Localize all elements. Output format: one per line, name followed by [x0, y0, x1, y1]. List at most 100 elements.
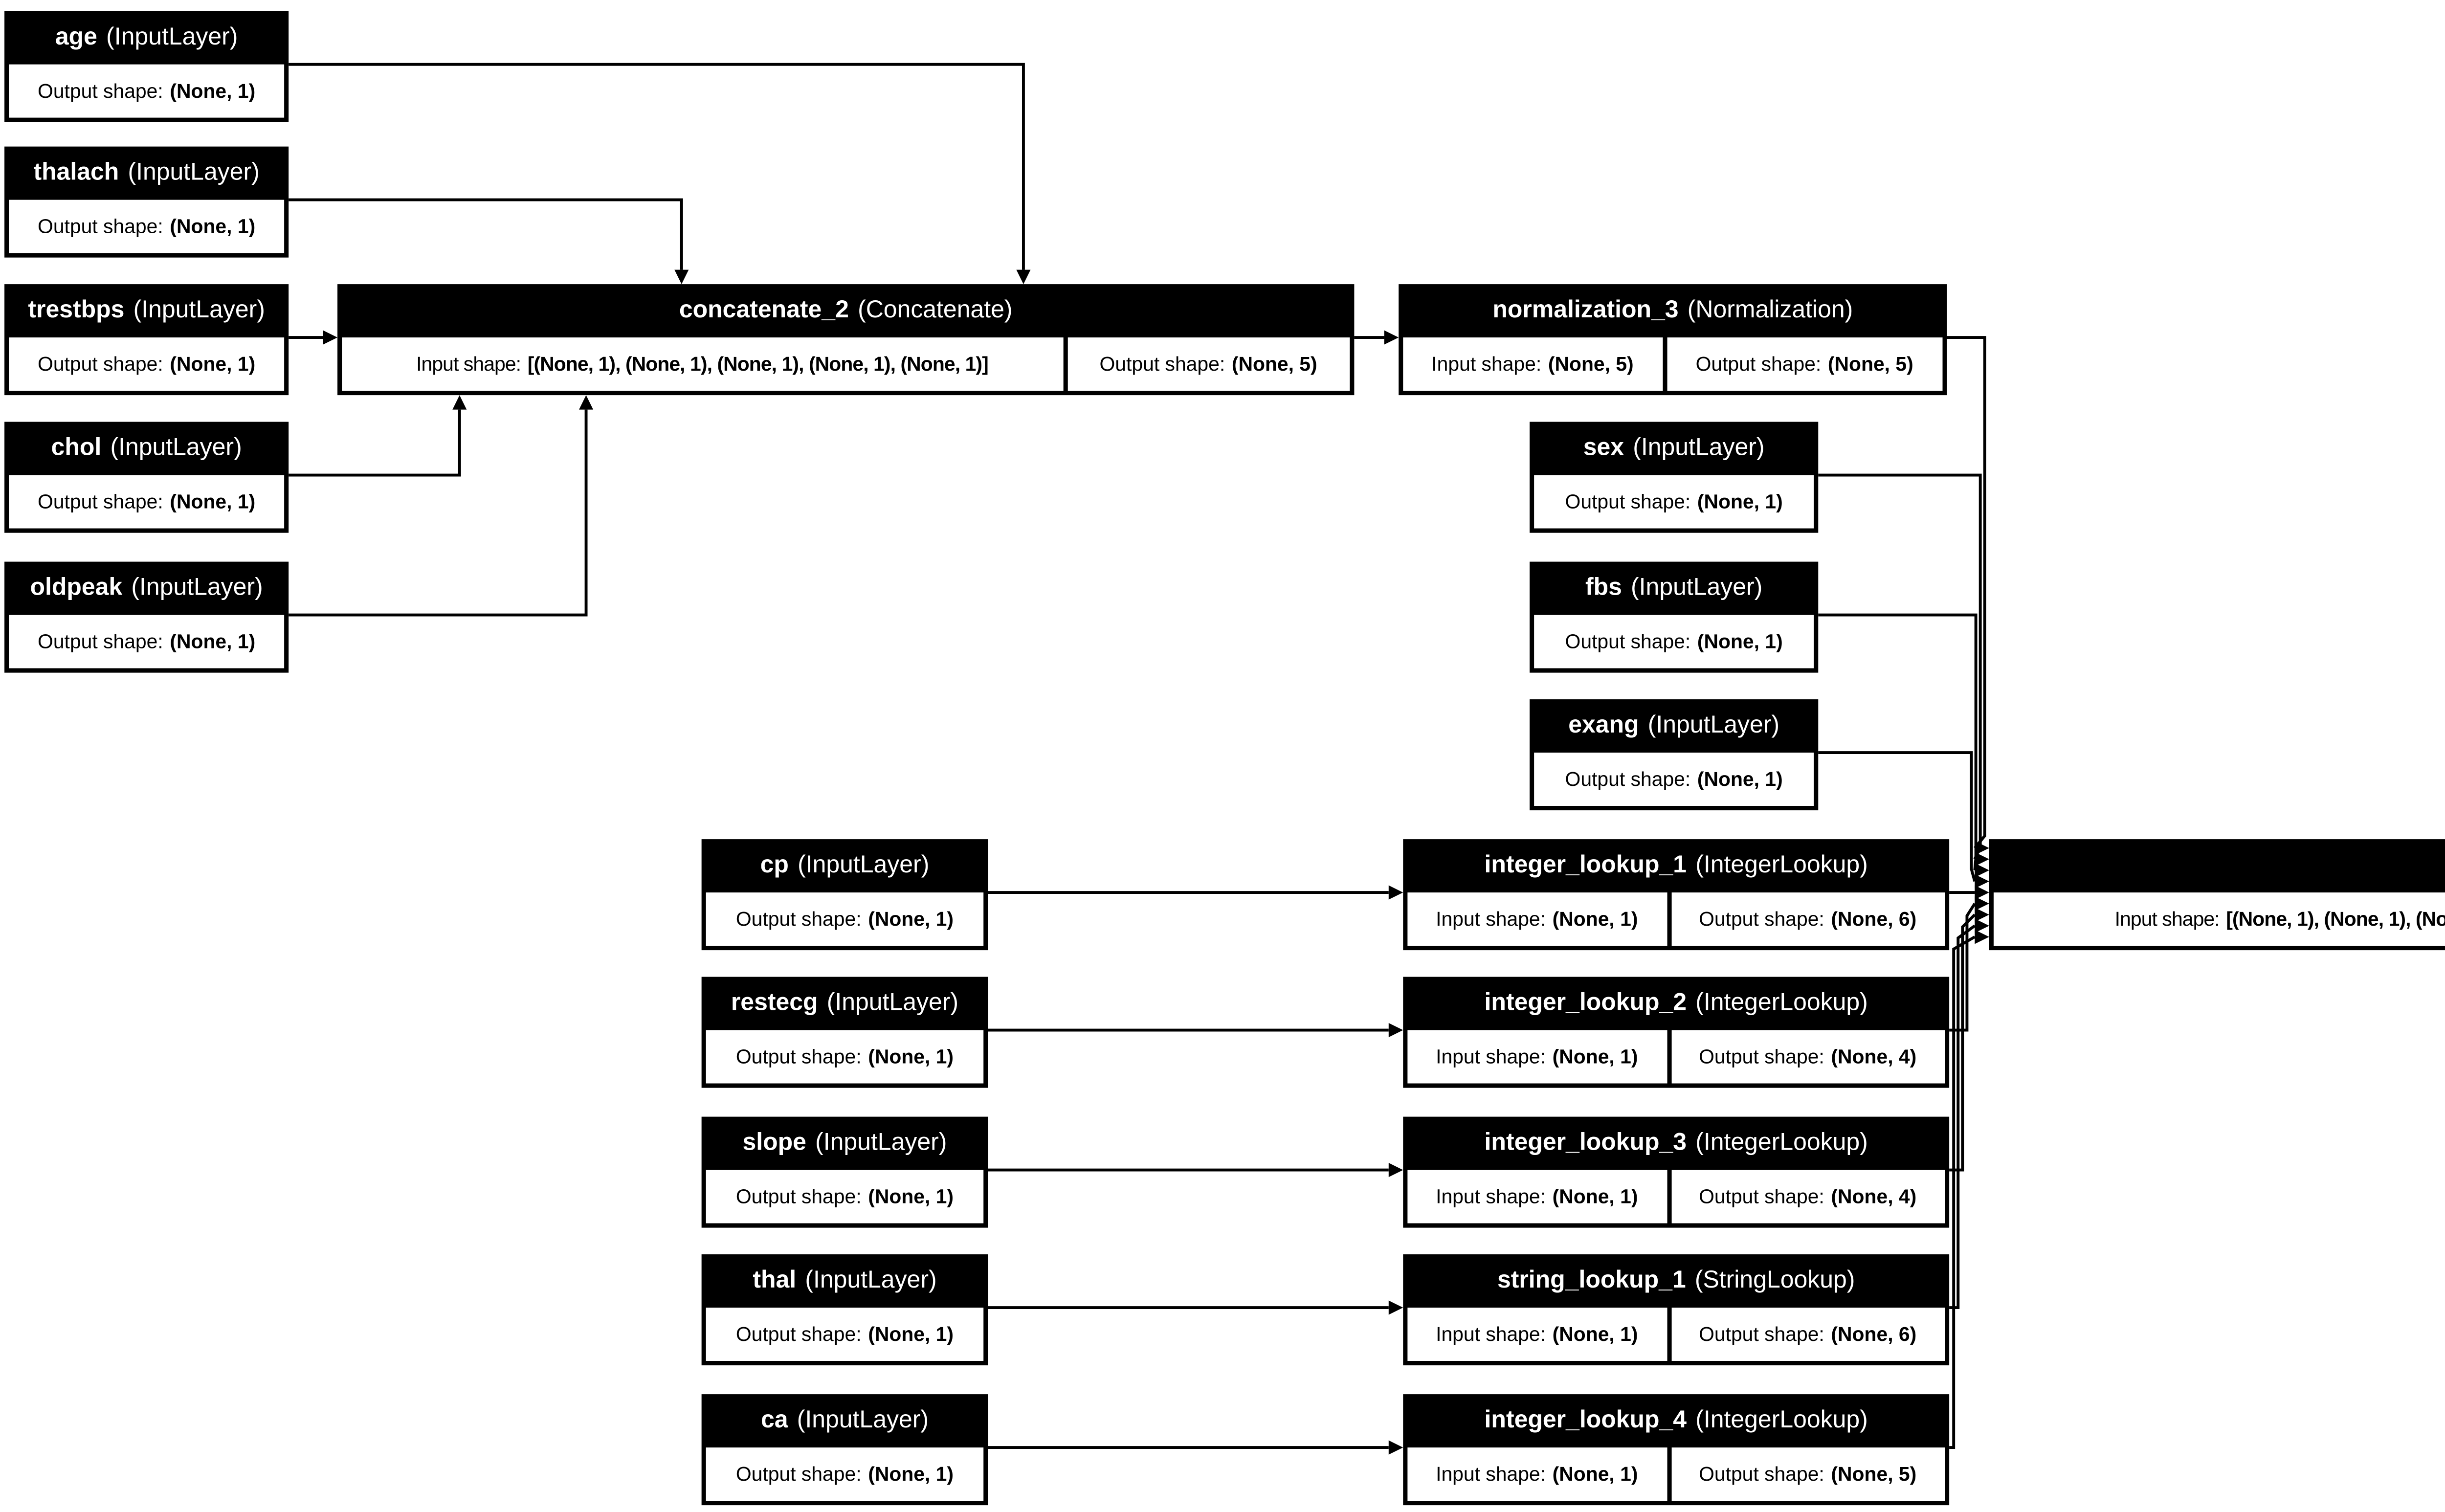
node-age: age(InputLayer) Output shape:(None, 1)	[4, 11, 289, 122]
node-trestbps: trestbps(InputLayer) Output shape:(None,…	[4, 284, 289, 396]
node-concatenate_2-output-shape: Output shape:(None, 5)	[1067, 337, 1350, 391]
node-normalization_3: normalization_3(Normalization) Input sha…	[1399, 284, 1947, 396]
node-cp: cp(InputLayer) Output shape:(None, 1)	[701, 839, 988, 951]
node-sex-output-shape: Output shape:(None, 1)	[1534, 475, 1814, 529]
node-normalization_3-output-shape: Output shape:(None, 5)	[1666, 337, 1943, 391]
node-thalach-output-shape: Output shape:(None, 1)	[9, 200, 285, 253]
node-integer_lookup_3-output-shape: Output shape:(None, 4)	[1670, 1170, 1945, 1223]
arrowhead-slope	[1388, 1163, 1403, 1178]
node-ca: ca(InputLayer) Output shape:(None, 1)	[701, 1394, 988, 1506]
node-fbs-title: fbs(InputLayer)	[1585, 575, 1763, 602]
arrowhead-integer_lookup_3	[1975, 907, 1989, 922]
node-ca-output-shape: Output shape:(None, 1)	[706, 1447, 984, 1501]
edge-thalach-to-concatenate_2	[289, 198, 683, 270]
node-integer_lookup_1-input-shape: Input shape:(None, 1)	[1407, 892, 1667, 946]
edge-exang-to-concatenate_3	[1818, 751, 1977, 882]
node-concatenate_2: concatenate_2(Concatenate) Input shape:[…	[337, 284, 1355, 396]
node-chol: chol(InputLayer) Output shape:(None, 1)	[4, 422, 289, 533]
node-restecg-title: restecg(InputLayer)	[731, 990, 959, 1017]
arrowhead-string_lookup_1	[1975, 918, 1989, 933]
arrowhead-fbs	[1975, 863, 1989, 878]
node-integer_lookup_2-input-shape: Input shape:(None, 1)	[1407, 1030, 1667, 1084]
node-thalach-title: thalach(InputLayer)	[33, 159, 260, 187]
arrowhead-cp	[1388, 885, 1403, 900]
node-slope: slope(InputLayer) Output shape:(None, 1)	[701, 1116, 988, 1228]
arrowhead-sex	[1975, 852, 1989, 867]
node-integer_lookup_2-output-shape: Output shape:(None, 4)	[1670, 1030, 1945, 1084]
arrowhead-restecg	[1388, 1023, 1403, 1038]
arrowhead-ca	[1388, 1440, 1403, 1455]
node-age-title: age(InputLayer)	[55, 24, 238, 51]
arrowhead-exang	[1975, 874, 1989, 889]
node-integer_lookup_3-input-shape: Input shape:(None, 1)	[1407, 1170, 1667, 1223]
node-ca-title: ca(InputLayer)	[760, 1407, 929, 1434]
node-integer_lookup_2-title: integer_lookup_2(IntegerLookup)	[1484, 990, 1868, 1017]
node-cp-title: cp(InputLayer)	[760, 852, 930, 879]
node-thal-output-shape: Output shape:(None, 1)	[706, 1308, 984, 1361]
node-string_lookup_1-input-shape: Input shape:(None, 1)	[1407, 1308, 1667, 1361]
node-concatenate_2-title: concatenate_2(Concatenate)	[679, 297, 1013, 324]
node-cp-output-shape: Output shape:(None, 1)	[706, 892, 984, 946]
node-normalization_3-title: normalization_3(Normalization)	[1492, 297, 1853, 324]
arrowhead-oldpeak	[579, 395, 594, 410]
node-integer_lookup_4-input-shape: Input shape:(None, 1)	[1407, 1447, 1667, 1501]
node-exang-title: exang(InputLayer)	[1568, 712, 1780, 739]
node-sex: sex(InputLayer) Output shape:(None, 1)	[1530, 422, 1819, 533]
node-age-output-shape: Output shape:(None, 1)	[9, 64, 285, 118]
arrowhead-trestbps	[323, 330, 338, 345]
edge-age-to-concatenate_2	[289, 63, 1025, 270]
node-oldpeak-output-shape: Output shape:(None, 1)	[9, 615, 285, 668]
edge-chol-to-concatenate_2	[289, 409, 461, 477]
node-slope-title: slope(InputLayer)	[742, 1130, 947, 1157]
node-sex-title: sex(InputLayer)	[1583, 435, 1765, 462]
node-integer_lookup_1-output-shape: Output shape:(None, 6)	[1670, 892, 1945, 946]
node-exang-output-shape: Output shape:(None, 1)	[1534, 753, 1814, 806]
node-string_lookup_1-title: string_lookup_1(StringLookup)	[1497, 1267, 1855, 1294]
edge-integer_lookup_3-to-concatenate_3	[1949, 913, 1976, 1172]
node-integer_lookup_2: integer_lookup_2(IntegerLookup) Input sh…	[1403, 977, 1950, 1088]
arrowhead-integer_lookup_2	[1975, 896, 1989, 911]
arrowhead-chol	[452, 395, 467, 410]
node-restecg-output-shape: Output shape:(None, 1)	[706, 1030, 984, 1084]
node-thalach: thalach(InputLayer) Output shape:(None, …	[4, 146, 289, 258]
node-trestbps-title: trestbps(InputLayer)	[28, 297, 265, 324]
edge-fbs-to-concatenate_3	[1818, 613, 1978, 870]
arrowhead-thal	[1388, 1300, 1403, 1315]
node-exang: exang(InputLayer) Output shape:(None, 1)	[1530, 699, 1819, 811]
node-thal-title: thal(InputLayer)	[753, 1267, 937, 1294]
node-chol-title: chol(InputLayer)	[51, 435, 242, 462]
node-integer_lookup_4: integer_lookup_4(IntegerLookup) Input sh…	[1403, 1394, 1950, 1506]
node-concatenate_3-title: concatenate_3(Concatenate)	[1989, 839, 2445, 892]
node-integer_lookup_3-title: integer_lookup_3(IntegerLookup)	[1484, 1130, 1868, 1157]
arrowhead-integer_lookup_1	[1975, 885, 1989, 900]
node-integer_lookup_3: integer_lookup_3(IntegerLookup) Input sh…	[1403, 1116, 1950, 1228]
edge-oldpeak-to-concatenate_2	[289, 409, 588, 617]
node-normalization_3-input-shape: Input shape:(None, 5)	[1403, 337, 1662, 391]
node-fbs: fbs(InputLayer) Output shape:(None, 1)	[1530, 561, 1819, 673]
node-slope-output-shape: Output shape:(None, 1)	[706, 1170, 984, 1223]
arrowhead-concatenate_2	[1384, 330, 1399, 345]
node-string_lookup_1: string_lookup_1(StringLookup) Input shap…	[1403, 1254, 1950, 1366]
node-concatenate_3: concatenate_3(Concatenate) Input shape:[…	[1989, 839, 2445, 951]
node-chol-output-shape: Output shape:(None, 1)	[9, 475, 285, 529]
node-concatenate_2-input-shape: Input shape:[(None, 1), (None, 1), (None…	[342, 337, 1063, 391]
arrowhead-age	[1016, 269, 1031, 285]
node-integer_lookup_1: integer_lookup_1(IntegerLookup) Input sh…	[1403, 839, 1950, 951]
node-concatenate_3-input-shape: Input shape:[(None, 1), (None, 1), (None…	[1993, 892, 2445, 946]
node-thal: thal(InputLayer) Output shape:(None, 1)	[701, 1254, 988, 1366]
node-fbs-output-shape: Output shape:(None, 1)	[1534, 615, 1814, 668]
edge-integer_lookup_4-to-concatenate_3	[1949, 935, 1976, 1449]
node-trestbps-output-shape: Output shape:(None, 1)	[9, 337, 285, 391]
node-integer_lookup_4-title: integer_lookup_4(IntegerLookup)	[1484, 1407, 1868, 1434]
node-string_lookup_1-output-shape: Output shape:(None, 6)	[1670, 1308, 1945, 1361]
node-integer_lookup_4-output-shape: Output shape:(None, 5)	[1670, 1447, 1945, 1501]
arrowhead-thalach	[674, 269, 689, 285]
node-restecg: restecg(InputLayer) Output shape:(None, …	[701, 977, 988, 1088]
edge-sex-to-concatenate_3	[1818, 473, 1982, 860]
arrowhead-integer_lookup_4	[1975, 930, 1989, 944]
node-oldpeak: oldpeak(InputLayer) Output shape:(None, …	[4, 561, 289, 673]
node-integer_lookup_1-title: integer_lookup_1(IntegerLookup)	[1484, 852, 1868, 879]
